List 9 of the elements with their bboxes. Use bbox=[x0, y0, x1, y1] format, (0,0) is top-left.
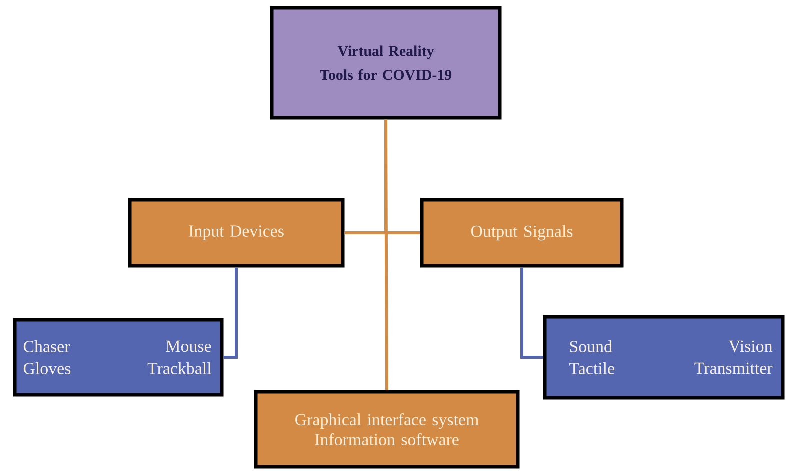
item-box: Sound Vision Tactile Transmitter bbox=[543, 315, 785, 400]
title-box: Virtual Reality Tools for COVID-19 bbox=[270, 6, 502, 120]
item-box: Graphical interface system Information software bbox=[254, 390, 520, 469]
item-box: Chaser Mouse Gloves Trackball bbox=[13, 318, 224, 397]
category-box: Output Signals bbox=[420, 198, 624, 268]
connector-line bbox=[224, 268, 238, 359]
category-box: Input Devices bbox=[128, 198, 345, 268]
connector-line bbox=[384, 120, 388, 390]
connector-line bbox=[520, 268, 544, 359]
